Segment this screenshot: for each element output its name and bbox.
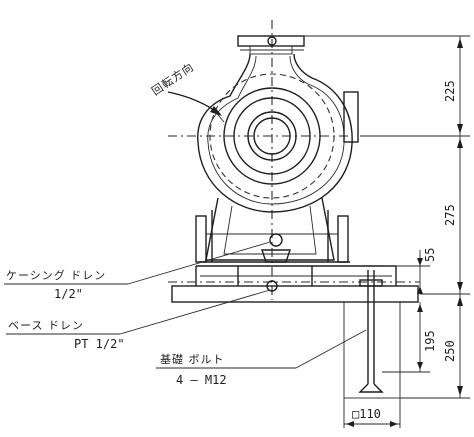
pump-pedestal (195, 197, 350, 263)
base-drain-title: ベース ドレン (8, 319, 84, 332)
dimension-195: 195 (423, 330, 437, 352)
base-drain-plug (266, 280, 278, 292)
dimension-275: 275 (443, 204, 457, 226)
casing-drain-plug (269, 233, 283, 247)
dimension-225: 225 (443, 80, 457, 102)
leader-lines (4, 241, 367, 369)
discharge-flange (237, 35, 305, 55)
anchor-bolt-spec: 4 — M12 (176, 373, 227, 387)
dimension-110: □110 (352, 407, 381, 421)
casing-drain-size: 1/2" (54, 287, 83, 301)
anchor-bolt-title: 基礎 ボルト (160, 353, 225, 366)
base-drain-size: PT 1/2" (74, 337, 125, 351)
impeller (209, 73, 335, 199)
dimension-lines (300, 35, 470, 428)
anchor-bolt (343, 270, 401, 399)
casing-drain-title: ケーシング ドレン (6, 269, 107, 282)
base-plate (171, 265, 419, 303)
volute-casing (197, 53, 359, 213)
rotation-arrow (167, 91, 225, 123)
dimension-250: 250 (443, 340, 457, 362)
dimension-55: 55 (423, 247, 437, 262)
